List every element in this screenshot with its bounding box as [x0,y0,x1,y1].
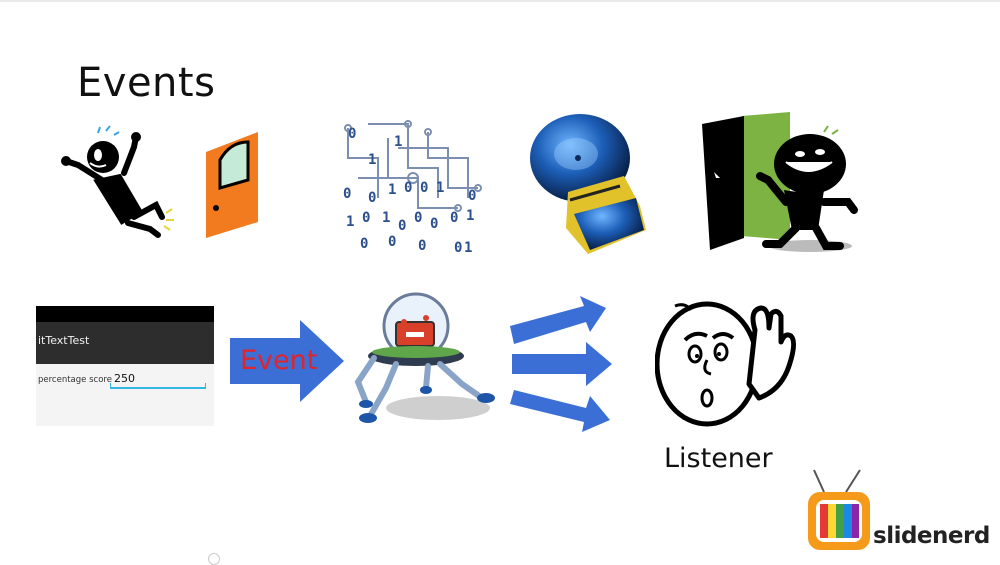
event-label: Event [240,345,318,376]
svg-text:0: 0 [418,238,426,254]
app-bar [36,322,214,364]
tv-logo-icon [808,469,870,550]
slide-indicator [208,553,220,565]
top-border [0,0,1000,2]
svg-text:1: 1 [394,134,402,150]
svg-text:0: 0 [404,180,412,196]
svg-text:0: 0 [368,190,376,206]
svg-text:0: 0 [414,210,422,226]
figure-door-icon [702,112,858,252]
svg-text:1: 1 [436,180,444,196]
svg-text:0: 0 [388,234,396,250]
svg-text:0: 0 [450,210,458,226]
svg-text:0: 0 [360,236,368,252]
percentage-score-input[interactable]: 250 [114,372,135,385]
svg-text:1: 1 [388,182,396,198]
svg-text:0: 0 [420,180,428,196]
app-title: itTextTest [38,334,90,347]
phone-screenshot: itTextTest percentage score 250 [36,306,214,426]
svg-text:0: 0 [430,216,438,232]
broadcast-arrows [510,296,612,432]
input-underline [110,383,206,389]
svg-text:1: 1 [464,240,472,256]
brand-name: slidenerd [873,523,990,549]
listening-face-icon [655,301,797,427]
svg-text:0: 0 [362,210,370,226]
stick-figure-icon [61,125,174,238]
listener-label: Listener [664,443,773,474]
event-arrow [230,320,344,402]
robot-rover-icon [354,292,495,423]
status-bar [36,306,214,322]
svg-text:0: 0 [348,126,356,142]
svg-text:0: 0 [468,188,476,204]
alarm-bell-icon [530,114,646,254]
svg-text:0: 0 [398,218,406,234]
orange-door-icon [206,132,258,238]
svg-text:0: 0 [343,186,351,202]
svg-text:1: 1 [368,152,376,168]
svg-text:1: 1 [346,214,354,230]
svg-text:1: 1 [382,210,390,226]
svg-text:0: 0 [454,240,462,256]
percentage-score-label: percentage score [38,375,112,385]
svg-text:1: 1 [466,208,474,224]
slide-title: Events [77,60,216,106]
